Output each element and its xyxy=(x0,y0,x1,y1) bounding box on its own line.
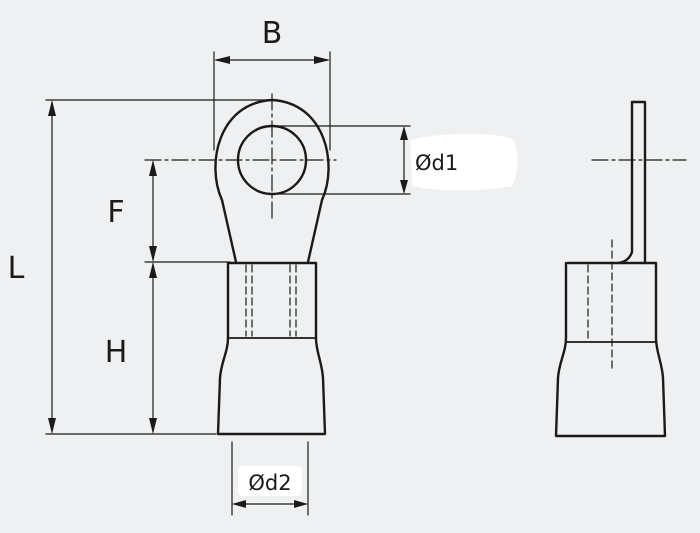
side-insulation-sleeve xyxy=(554,239,667,438)
insulation-sleeve xyxy=(216,261,327,436)
label-d1: Ød1 xyxy=(415,151,458,175)
label-d2: Ød2 xyxy=(248,471,291,495)
label-b: B xyxy=(262,16,283,51)
side-tongue xyxy=(616,100,647,265)
side-view xyxy=(554,100,687,438)
dimension-d2 xyxy=(231,441,309,516)
dimension-l xyxy=(45,99,271,435)
dimension-d1 xyxy=(271,125,411,195)
dimension-b xyxy=(213,51,331,151)
dimension-f xyxy=(144,160,231,263)
label-d2-highlight xyxy=(238,466,302,496)
label-d1-highlight xyxy=(410,134,518,191)
dimension-h xyxy=(149,262,157,434)
label-f: F xyxy=(107,195,124,230)
front-view: B L F H xyxy=(8,16,518,516)
label-h: H xyxy=(105,335,128,370)
label-l: L xyxy=(8,251,25,286)
